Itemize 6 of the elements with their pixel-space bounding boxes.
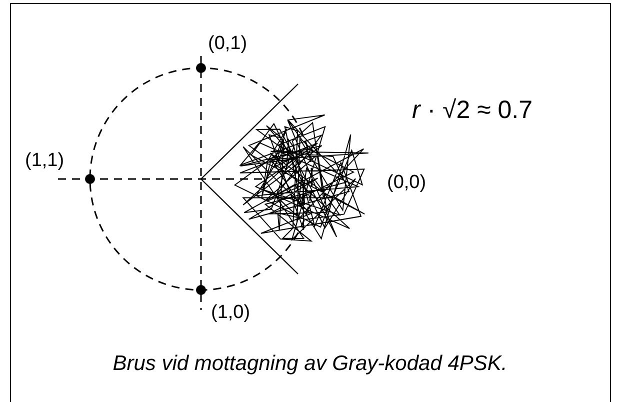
point-label: (0,1) (208, 34, 248, 53)
formula: r · √2 ≈ 0.7 (412, 98, 533, 123)
point-label: (1,0) (211, 303, 250, 322)
point-label: (1,1) (25, 151, 64, 170)
caption: Brus vid mottagning av Gray-kodad 4PSK. (112, 352, 508, 376)
point-label: (0,0) (387, 173, 426, 192)
